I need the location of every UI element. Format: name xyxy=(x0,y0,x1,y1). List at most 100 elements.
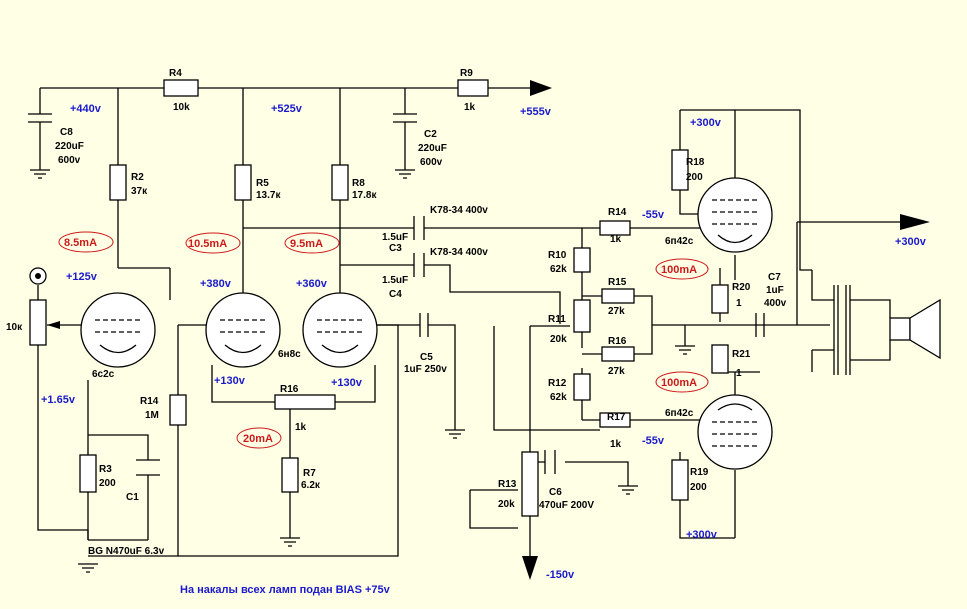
r3-value: 200 xyxy=(99,478,116,489)
tube-6c2c-label: 6c2c xyxy=(92,369,115,380)
labels: R4 10k R9 1k R2 37к R5 13.7к R8 17.8к C8… xyxy=(6,68,927,596)
arrow-symbols xyxy=(29,80,930,580)
c2-value1: 220uF xyxy=(418,143,447,154)
capacitor-plates xyxy=(28,113,765,476)
r16b-name: R16 xyxy=(608,336,627,347)
current-20: 20mA xyxy=(243,433,273,445)
c8-name: C8 xyxy=(60,127,73,138)
r2-value: 37к xyxy=(131,186,148,197)
tube-6n8c-label: 6н8с xyxy=(278,349,301,360)
output-transformer xyxy=(833,285,851,375)
c7-name: C7 xyxy=(768,272,781,283)
voltage-380: +380v xyxy=(200,278,232,290)
r12-value: 62k xyxy=(550,392,567,403)
c3-value: 1.5uF xyxy=(382,232,408,243)
r14a-name: R14 xyxy=(140,396,159,407)
voltage-360: +360v xyxy=(296,278,328,290)
r5-name: R5 xyxy=(256,178,269,189)
r14a-value: 1M xyxy=(145,410,159,421)
r21-name: R21 xyxy=(732,349,751,360)
r16a-name: R16 xyxy=(280,384,299,395)
r20-name: R20 xyxy=(732,282,751,293)
voltage-525: +525v xyxy=(271,103,303,115)
c4-type: K78-34 400v xyxy=(430,247,488,258)
r15-value: 27k xyxy=(608,306,625,317)
c2-value2: 600v xyxy=(420,157,443,168)
tube-6p42c-lower-label: 6п42с xyxy=(665,408,694,419)
bg-label: BG N470uF 6.3v xyxy=(88,546,165,557)
r19-value: 200 xyxy=(690,482,707,493)
bias-note: На накалы всех ламп подан BIAS +75v xyxy=(180,584,391,596)
c5-name: C5 xyxy=(420,352,433,363)
resistor-bodies xyxy=(29,79,729,517)
voltage-440: +440v xyxy=(70,103,102,115)
speaker-icon xyxy=(889,298,941,360)
c3-type: K78-34 400v xyxy=(430,205,488,216)
voltage-1-65: +1.65v xyxy=(41,394,76,406)
voltage-neg55-lower: -55v xyxy=(642,435,665,447)
current-8-5: 8.5mA xyxy=(64,237,97,249)
r19-name: R19 xyxy=(690,467,709,478)
pot-input-value: 10к xyxy=(6,322,23,333)
r14b-name: R14 xyxy=(608,207,627,218)
voltage-neg55-upper: -55v xyxy=(642,209,665,221)
current-100-lower: 100mA xyxy=(661,377,697,389)
voltage-130-left: +130v xyxy=(214,375,246,387)
r11-name: R11 xyxy=(548,314,566,325)
r18-value: 200 xyxy=(686,172,703,183)
c6-name: C6 xyxy=(549,487,562,498)
r10-value: 62k xyxy=(550,264,567,275)
tube-6p42c-lower xyxy=(697,394,773,470)
r9-name: R9 xyxy=(460,68,473,79)
c4-name: C4 xyxy=(389,289,402,300)
c2-name: C2 xyxy=(424,129,437,140)
c7-value2: 400v xyxy=(764,298,787,309)
r10-name: R10 xyxy=(548,250,567,261)
voltage-300-bottom: +300v xyxy=(686,529,718,541)
c3-name: C3 xyxy=(389,243,402,254)
r15-name: R15 xyxy=(608,277,627,288)
c4-value: 1.5uF xyxy=(382,275,408,286)
current-100-upper: 100mA xyxy=(661,264,697,276)
r12-name: R12 xyxy=(548,378,567,389)
r8-name: R8 xyxy=(352,178,365,189)
r17-value: 1k xyxy=(610,439,622,450)
r13-value: 20k xyxy=(498,499,515,510)
r4-name: R4 xyxy=(169,68,182,79)
r18-name: R18 xyxy=(686,157,705,168)
voltage-neg150: -150v xyxy=(546,569,575,581)
c8-value1: 220uF xyxy=(55,141,84,152)
r7-value: 6.2к xyxy=(301,480,321,491)
current-9-5: 9.5mA xyxy=(290,238,323,250)
wires xyxy=(37,87,900,557)
c8-value2: 600v xyxy=(58,155,81,166)
tube-6p42c-upper xyxy=(697,177,773,253)
r4-value: 10k xyxy=(173,102,190,113)
tube-6n8c-right xyxy=(302,292,378,368)
voltage-130-right: +130v xyxy=(331,377,363,389)
r16b-value: 27k xyxy=(608,366,625,377)
r7-name: R7 xyxy=(303,468,316,479)
c5-value: 1uF 250v xyxy=(404,364,447,375)
r9-value: 1k xyxy=(464,102,476,113)
r14b-value: 1k xyxy=(610,234,622,245)
r11-value: 20k xyxy=(550,334,567,345)
current-10-5: 10.5mA xyxy=(188,238,227,250)
voltage-300-top: +300v xyxy=(690,117,722,129)
ground-symbols xyxy=(30,169,695,573)
r13-name: R13 xyxy=(498,479,517,490)
c7-value1: 1uF xyxy=(766,285,784,296)
c6-value: 470uF 200V xyxy=(539,500,594,511)
voltage-300-out: +300v xyxy=(895,236,927,248)
tube-6p42c-upper-label: 6п42с xyxy=(665,236,694,247)
voltage-555: +555v xyxy=(520,106,552,118)
voltage-125: +125v xyxy=(66,271,98,283)
r5-value: 13.7к xyxy=(256,190,281,201)
r2-name: R2 xyxy=(131,172,144,183)
tube-6c2c xyxy=(80,292,156,368)
r17-name: R17 xyxy=(607,412,626,423)
r16a-value: 1k xyxy=(295,422,307,433)
c1-name: C1 xyxy=(126,492,139,503)
r21-value: 1 xyxy=(736,368,742,379)
